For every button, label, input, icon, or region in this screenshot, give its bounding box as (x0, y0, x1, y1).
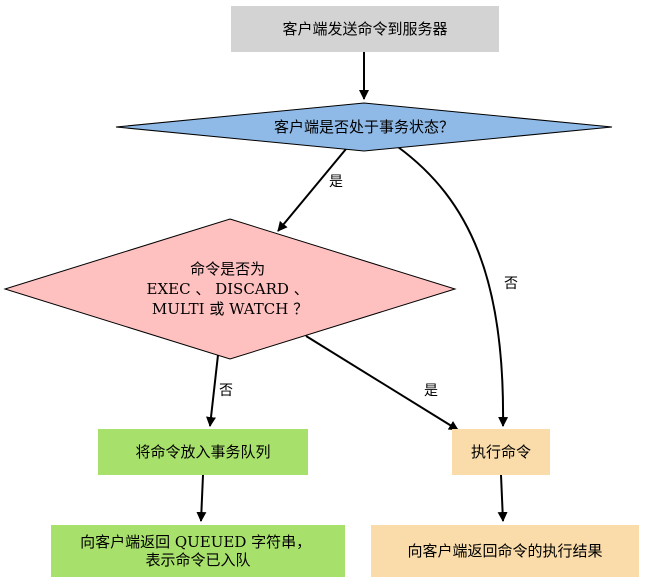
node-start-label: 客户端发送命令到服务器 (282, 20, 447, 38)
edge-label-no-to-exec: 否 (504, 276, 518, 292)
node-cmd-check: 命令是否为 EXEC 、 DISCARD 、 MULTI 或 WATCH ？ (3, 218, 457, 360)
edge-label-yes-to-cmd: 是 (329, 174, 343, 190)
node-check-tx: 客户端是否处于事务状态？ (115, 102, 613, 152)
node-return-result: 向客户端返回命令的执行结果 (371, 525, 639, 577)
edge-check-to-cmd-yes (277, 148, 347, 232)
node-start: 客户端发送命令到服务器 (231, 6, 499, 52)
edge-check-to-exec-no (397, 146, 509, 427)
node-enqueue: 将命令放入事务队列 (98, 429, 308, 475)
node-queued-reply: 向客户端返回 QUEUED 字符串， 表示命令已入队 (51, 525, 345, 577)
edges (196, 52, 509, 522)
node-return-result-label: 向客户端返回命令的执行结果 (407, 542, 602, 560)
node-cmd-check-label: 命令是否为 EXEC 、 DISCARD 、 MULTI 或 WATCH ？ (147, 260, 314, 318)
edge-cmd-to-exec-yes (305, 335, 459, 431)
edge-enqueue-to-reply (196, 474, 207, 522)
edge-label-yes-to-exec: 是 (424, 383, 438, 399)
node-exec: 执行命令 (452, 429, 550, 475)
node-check-tx-label: 客户端是否处于事务状态？ (274, 118, 454, 136)
edge-label-no-to-enqueue: 否 (219, 383, 233, 399)
edge-exec-to-return (497, 474, 508, 522)
node-exec-label: 执行命令 (471, 443, 531, 461)
node-enqueue-label: 将命令放入事务队列 (135, 443, 270, 461)
node-queued-reply-label: 向客户端返回 QUEUED 字符串， 表示命令已入队 (80, 533, 316, 569)
edge-cmd-to-enqueue-no (206, 354, 219, 427)
